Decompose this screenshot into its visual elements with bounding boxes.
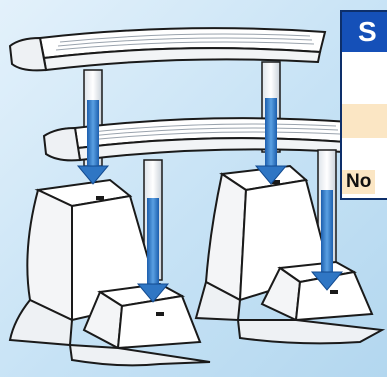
info-panel-footer: No <box>342 170 375 194</box>
info-panel-footer-text: No <box>346 171 371 192</box>
info-panel-accent-strip <box>342 104 387 138</box>
info-panel-header: S <box>342 12 387 52</box>
info-panel-header-text: S <box>358 16 377 48</box>
